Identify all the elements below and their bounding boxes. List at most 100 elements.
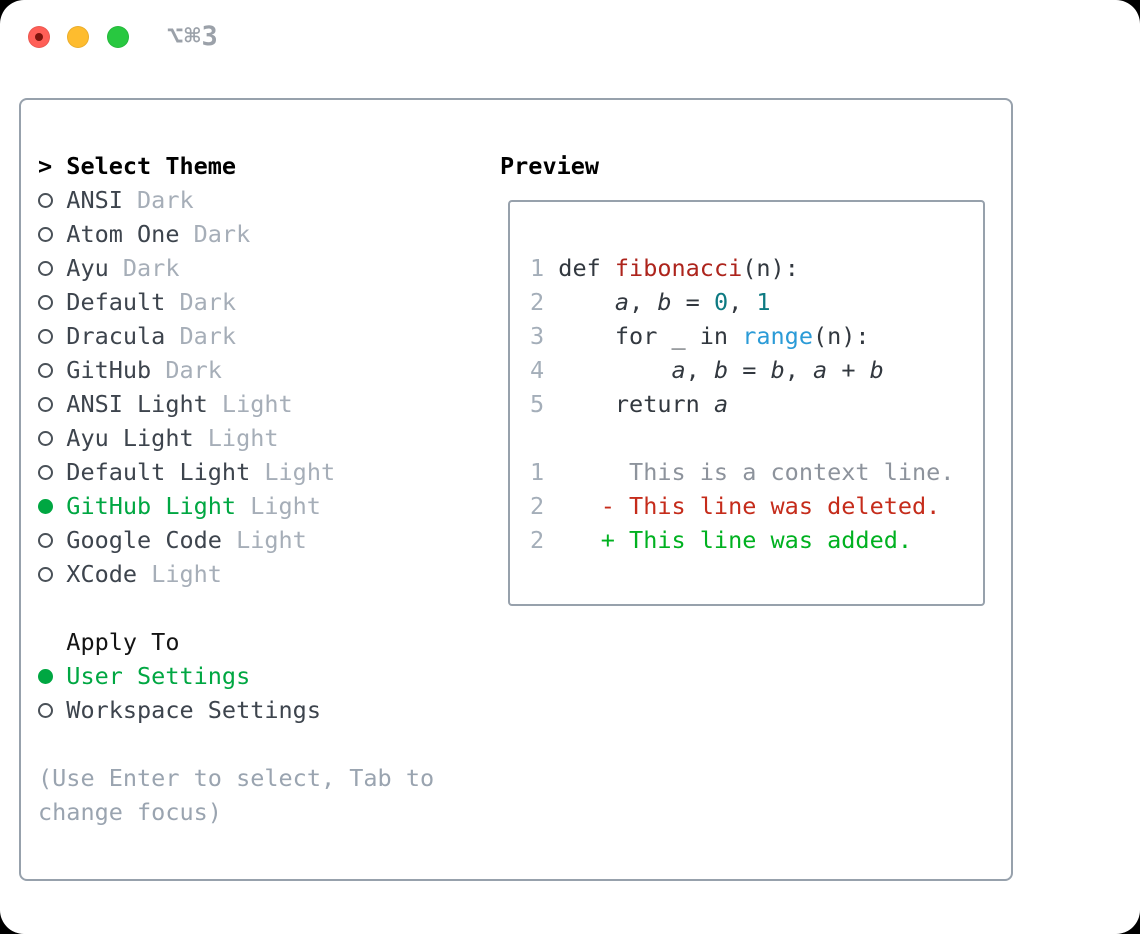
code-line: 2 a, b = 0, 1 bbox=[530, 285, 983, 319]
unsaved-changes-dot-icon bbox=[35, 33, 43, 41]
spacer bbox=[38, 727, 434, 761]
spacer bbox=[38, 591, 434, 625]
code-segment-plain: , bbox=[685, 356, 714, 384]
radio-unselected-icon bbox=[38, 260, 53, 276]
option-label: ANSI Light bbox=[66, 390, 208, 418]
code-segment-plain: , bbox=[728, 288, 757, 316]
theme-option[interactable]: Atom One Dark bbox=[38, 217, 434, 251]
code-line: 1 This is a context line. bbox=[530, 455, 983, 489]
help-text-line2: change focus) bbox=[38, 798, 222, 826]
option-variant-tag: Dark bbox=[179, 288, 237, 316]
code-segment-var: a bbox=[713, 390, 729, 418]
code-segment-context: This is a context line. bbox=[544, 458, 955, 486]
code-segment-plain: for _ in bbox=[544, 322, 743, 350]
theme-option[interactable]: XCode Light bbox=[38, 557, 434, 591]
preview-title: Preview bbox=[500, 152, 600, 180]
code-segment-plain: (n): bbox=[812, 322, 870, 350]
apply-to-option[interactable]: Workspace Settings bbox=[38, 693, 434, 727]
option-variant-tag: Light bbox=[207, 424, 279, 452]
code-line: 2 - This line was deleted. bbox=[530, 489, 983, 523]
minimize-button[interactable] bbox=[67, 26, 89, 48]
radio-unselected-icon bbox=[38, 362, 53, 378]
radio-column bbox=[38, 294, 66, 310]
radio-unselected-icon bbox=[38, 566, 53, 582]
radio-column bbox=[38, 260, 66, 276]
radio-column bbox=[38, 566, 66, 582]
radio-unselected-icon bbox=[38, 226, 53, 242]
keyboard-shortcut-label: ⌥⌘3 bbox=[167, 21, 219, 52]
radio-column bbox=[38, 328, 66, 344]
code-segment-plain: def bbox=[544, 254, 615, 282]
radio-unselected-icon bbox=[38, 192, 53, 208]
radio-unselected-icon bbox=[38, 702, 53, 718]
radio-column bbox=[38, 532, 66, 548]
code-segment-func: fibonacci bbox=[614, 254, 743, 282]
code-segment-var: a bbox=[671, 356, 686, 384]
option-variant-tag: Light bbox=[151, 560, 222, 588]
line-number: 2 bbox=[530, 526, 545, 554]
help-text-line1: (Use Enter to select, Tab to bbox=[38, 764, 435, 792]
option-variant-tag: Dark bbox=[137, 186, 194, 214]
radio-column bbox=[38, 430, 66, 446]
code-segment-plain bbox=[544, 288, 615, 316]
code-segment-var: a bbox=[614, 288, 630, 316]
option-variant-tag: Light bbox=[236, 526, 307, 554]
code-line bbox=[530, 421, 983, 455]
theme-option[interactable]: Google Code Light bbox=[38, 523, 434, 557]
select-theme-header: > Select Theme bbox=[38, 149, 434, 183]
apply-to-title: Apply To bbox=[66, 628, 180, 656]
radio-unselected-icon bbox=[38, 532, 53, 548]
maximize-button[interactable] bbox=[107, 26, 129, 48]
code-segment-numlit: 0 bbox=[713, 288, 729, 316]
code-segment-var: b bbox=[869, 356, 884, 384]
code-segment-plain: = bbox=[671, 288, 714, 316]
option-variant-tag: Dark bbox=[193, 220, 251, 248]
line-number: 3 bbox=[530, 322, 545, 350]
code-segment-plain: , bbox=[784, 356, 814, 384]
option-variant-tag: Dark bbox=[179, 322, 237, 350]
radio-column bbox=[38, 668, 66, 684]
close-button[interactable] bbox=[28, 26, 50, 48]
code-lines: 1 def fibonacci (n): 2 a, b = 0, 1 3 for _ … bbox=[530, 251, 983, 557]
code-segment-plain: + bbox=[827, 356, 870, 384]
option-label: Google Code bbox=[66, 526, 222, 554]
code-segment-var: b bbox=[657, 288, 672, 316]
theme-option[interactable]: GitHub Light Light bbox=[38, 489, 434, 523]
option-label: Workspace Settings bbox=[66, 696, 321, 724]
option-label: Ayu bbox=[66, 254, 109, 282]
radio-unselected-icon bbox=[38, 430, 53, 446]
code-segment-var: b bbox=[770, 356, 785, 384]
code-segment-plain: return bbox=[544, 390, 714, 418]
option-label: Atom One bbox=[66, 220, 180, 248]
code-segment-added: + This line was added. bbox=[544, 526, 913, 554]
option-label: XCode bbox=[66, 560, 138, 588]
code-segment-var: a bbox=[813, 356, 828, 384]
option-variant-tag: Light bbox=[250, 492, 321, 520]
code-segment-builtin: range bbox=[742, 322, 813, 350]
select-theme-title: Select Theme bbox=[66, 152, 237, 180]
option-variant-tag: Dark bbox=[165, 356, 222, 384]
option-label: GitHub Light bbox=[66, 492, 237, 520]
line-number: 1 bbox=[530, 254, 545, 282]
theme-option[interactable]: Ayu Dark bbox=[38, 251, 434, 285]
apply-to-option[interactable]: User Settings bbox=[38, 659, 434, 693]
theme-option[interactable]: Dracula Dark bbox=[38, 319, 434, 353]
radio-column bbox=[38, 396, 66, 412]
radio-unselected-icon bbox=[38, 294, 53, 310]
option-variant-tag: Dark bbox=[122, 254, 180, 282]
code-segment-plain: , bbox=[629, 288, 658, 316]
theme-option[interactable]: GitHub Dark bbox=[38, 353, 434, 387]
radio-column bbox=[38, 192, 66, 208]
option-label: GitHub bbox=[66, 356, 152, 384]
option-label: Dracula bbox=[66, 322, 166, 350]
option-label: User Settings bbox=[66, 662, 251, 690]
option-label: Default Light bbox=[66, 458, 251, 486]
